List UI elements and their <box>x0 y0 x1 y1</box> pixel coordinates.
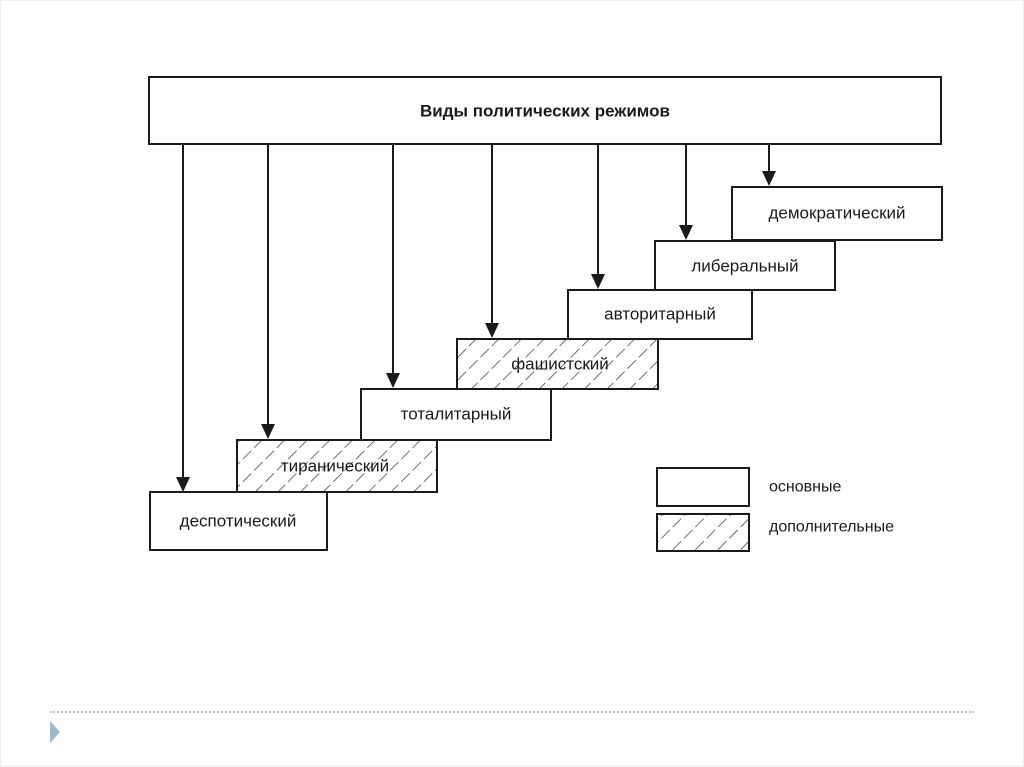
legend-item-main: основные <box>656 467 841 507</box>
triangle-bullet-icon <box>50 721 60 743</box>
legend-label-main: основные <box>769 479 841 496</box>
arrow-despotic <box>176 144 190 492</box>
regime-label: авторитарный <box>604 305 716 324</box>
regime-label: тиранический <box>281 457 389 476</box>
regime-despotic: деспотический <box>149 491 328 551</box>
legend-swatch-plain <box>656 467 750 507</box>
legend-label-additional: дополнительные <box>769 519 894 536</box>
regime-totalitarian: тоталитарный <box>360 388 552 441</box>
arrow-tyrannical <box>261 144 275 439</box>
regime-fascist: фашистский <box>456 338 659 390</box>
diagram-title: Виды политических режимов <box>420 102 670 121</box>
arrow-liberal <box>679 144 693 240</box>
regime-label: фашистский <box>511 355 609 374</box>
arrows <box>176 144 776 492</box>
arrow-authoritarian <box>591 144 605 289</box>
regime-label: либеральный <box>691 257 798 276</box>
arrow-democratic <box>762 144 776 186</box>
regime-label: демократический <box>768 204 905 223</box>
regime-authoritarian: авторитарный <box>567 289 753 340</box>
legend: основные дополнительные <box>656 467 894 552</box>
arrow-fascist <box>485 144 499 338</box>
regime-label: деспотический <box>180 512 297 531</box>
footer-divider <box>50 711 974 713</box>
regime-tyrannical: тиранический <box>236 439 438 493</box>
arrow-totalitarian <box>386 144 400 388</box>
regime-democratic: демократический <box>731 186 943 241</box>
regime-liberal: либеральный <box>654 240 836 291</box>
regime-label: тоталитарный <box>401 405 512 424</box>
legend-swatch-hatched <box>656 513 750 552</box>
title-box: Виды политических режимов <box>148 76 942 145</box>
legend-item-additional: дополнительные <box>656 513 894 552</box>
